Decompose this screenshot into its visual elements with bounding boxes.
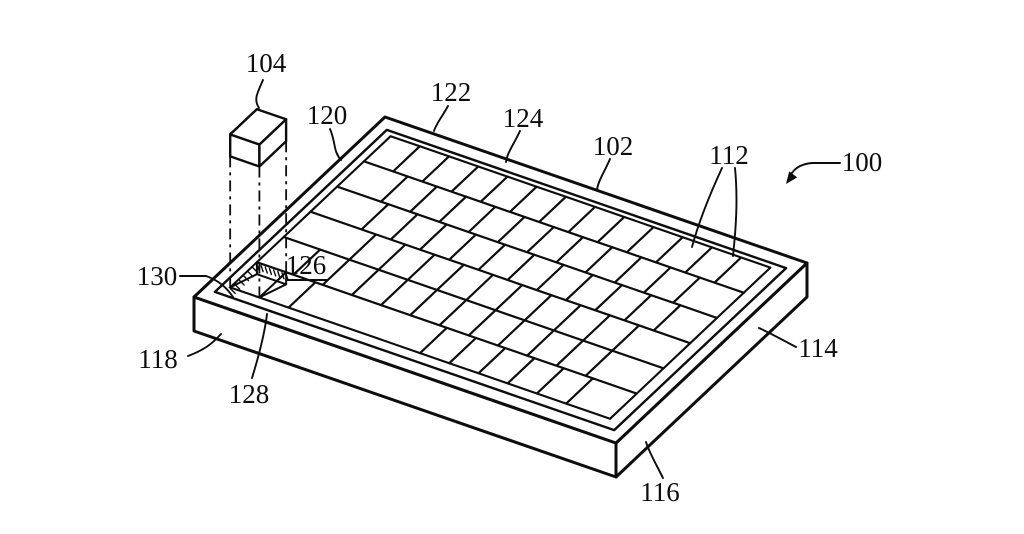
ref-label-124: 124 <box>503 103 544 133</box>
contact-hatch <box>272 269 277 277</box>
leader-114 <box>758 327 797 348</box>
leader-130 <box>179 275 234 298</box>
contact-hatch <box>229 287 236 295</box>
leader-102 <box>596 158 611 191</box>
leader-112 <box>691 167 738 257</box>
ref-label-100: 100 <box>842 147 883 177</box>
ref-label-118: 118 <box>138 344 178 374</box>
leader-124 <box>505 130 521 163</box>
leader-120 <box>329 128 342 161</box>
ref-label-114: 114 <box>798 333 838 363</box>
ref-label-126: 126 <box>286 250 327 280</box>
contact-hatch <box>260 264 264 273</box>
leader-116 <box>645 441 664 479</box>
contact-hatch <box>247 270 254 278</box>
ref-label-128: 128 <box>229 379 270 409</box>
ref-label-104: 104 <box>246 48 287 78</box>
ref-label-130: 130 <box>137 261 178 291</box>
leader-104 <box>255 79 264 109</box>
ref-label-116: 116 <box>640 477 680 507</box>
ref-label-112: 112 <box>709 140 749 170</box>
leader-128 <box>251 313 268 379</box>
leader-118 <box>187 333 222 357</box>
ref-label-102: 102 <box>593 131 634 161</box>
leader-122 <box>433 105 449 132</box>
ref-label-122: 122 <box>431 77 472 107</box>
contact-hatch <box>277 270 281 279</box>
contact-hatch <box>238 279 245 286</box>
contact-hatch <box>251 266 259 274</box>
ref-label-120: 120 <box>307 100 348 130</box>
key-well-opening <box>228 261 288 299</box>
key <box>565 377 638 420</box>
contact-hatch <box>281 272 285 280</box>
arrowhead-100-icon <box>786 171 798 184</box>
contact-hatch <box>242 275 250 282</box>
contact-hatch <box>264 266 268 274</box>
contact-hatch <box>268 267 273 276</box>
keycap-top-face <box>228 107 288 146</box>
inner-rim-edge <box>213 128 788 432</box>
contact-hatch <box>233 283 241 290</box>
